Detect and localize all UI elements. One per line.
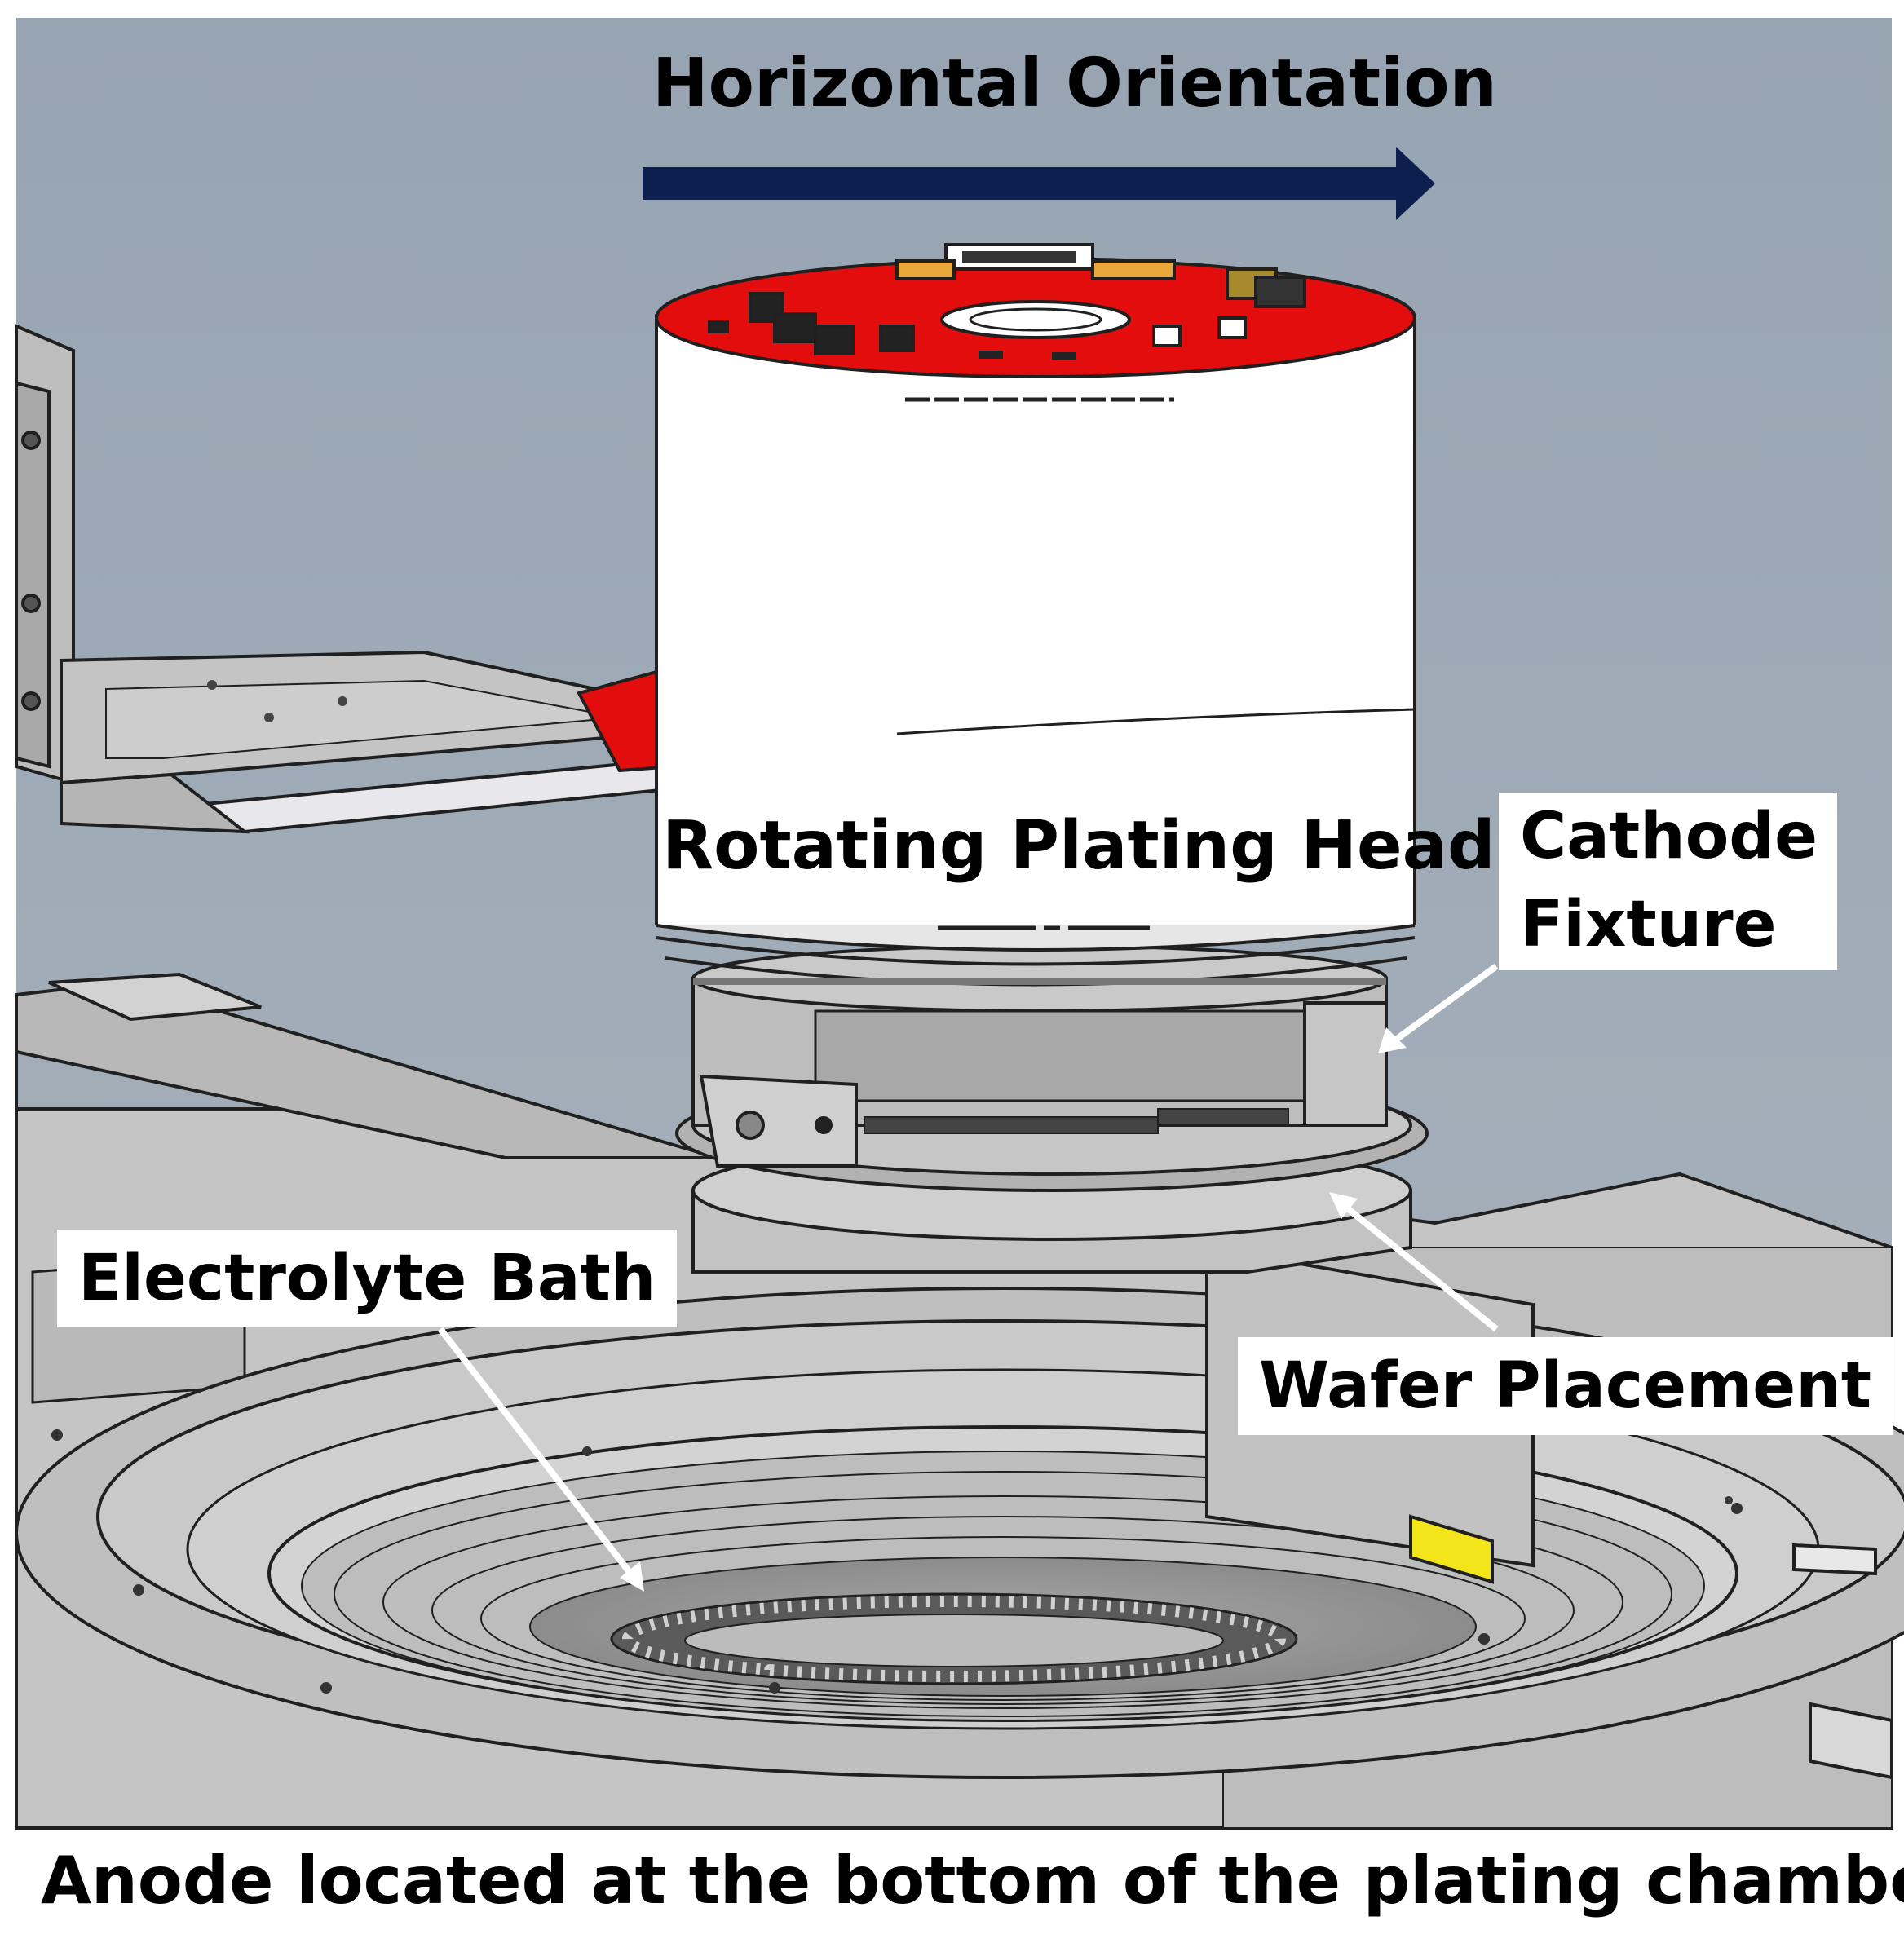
orientation-label: Horizontal Orientation <box>652 45 1497 122</box>
figure-caption: Anode located at the bottom of the plati… <box>41 1843 1904 1919</box>
wafer-pointer <box>1343 1203 1499 1332</box>
callout-arrows <box>437 963 1499 1592</box>
bath-bolts <box>51 1429 1743 1694</box>
cathode-label-line2: Fixture <box>1520 888 1777 961</box>
electrolyte-bath-callout: Electrolyte Bath <box>57 1230 678 1327</box>
plating-head-label: Rotating Plating Head <box>662 807 1495 885</box>
orientation-arrow <box>643 147 1435 220</box>
wafer-placement-callout: Wafer Placement <box>1238 1337 1893 1435</box>
plating-head-pcb-top <box>655 243 1416 378</box>
cathode-label-line1: Cathode <box>1520 800 1818 873</box>
bath-pointer <box>437 1327 635 1578</box>
cathode-pointer <box>1388 963 1499 1047</box>
rotating-plating-head-body <box>655 314 1416 987</box>
cathode-fixture-callout: Cathode Fixture <box>1499 793 1837 970</box>
